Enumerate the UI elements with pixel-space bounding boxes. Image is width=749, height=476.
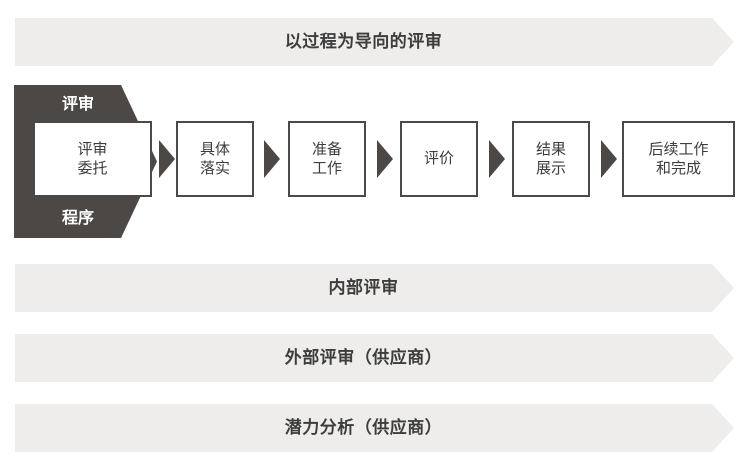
- step-box-5[interactable]: 结果 展示: [512, 121, 590, 197]
- banner-label: 以过程为导向的评审: [284, 31, 443, 52]
- step-line: 具体: [199, 139, 230, 158]
- step-line: 委托: [77, 159, 108, 177]
- banner-external-review: 外部评审（供应商）: [15, 334, 734, 382]
- chevron-right-icon: [159, 140, 175, 178]
- banner-label: 内部评审: [328, 277, 399, 298]
- banner-internal-review: 内部评审: [15, 264, 734, 312]
- banner-label: 外部评审（供应商）: [284, 347, 443, 368]
- step-line: 准备: [311, 139, 342, 158]
- step-line: 和完成: [655, 159, 701, 177]
- step-line: 后续工作: [648, 139, 709, 158]
- chevron-right-icon: [264, 140, 280, 178]
- programme-top-label: 评审: [61, 94, 94, 113]
- step-line: 结果: [535, 139, 566, 158]
- banner-potential-analysis: 潜力分析（供应商）: [15, 404, 734, 452]
- step-box-4[interactable]: 评价: [400, 121, 478, 197]
- banner-process-oriented-review: 以过程为导向的评审: [15, 18, 734, 66]
- chevron-right-icon: [377, 140, 393, 178]
- step-line: 展示: [535, 159, 566, 177]
- programme-bottom-label: 程序: [61, 208, 94, 227]
- step-line: 落实: [199, 159, 230, 177]
- step-box-3[interactable]: 准备 工作: [288, 121, 366, 197]
- chevron-right-icon: [601, 140, 617, 178]
- step-line: 评审: [77, 139, 108, 158]
- step-box-1[interactable]: 评审 委托: [33, 121, 152, 197]
- step-line: 工作: [311, 159, 342, 177]
- step-box-6[interactable]: 后续工作 和完成: [622, 121, 735, 197]
- step-box-2[interactable]: 具体 落实: [176, 121, 254, 197]
- banner-label: 潜力分析（供应商）: [284, 417, 443, 438]
- step-line: 评价: [423, 149, 454, 168]
- chevron-right-icon: [489, 140, 505, 178]
